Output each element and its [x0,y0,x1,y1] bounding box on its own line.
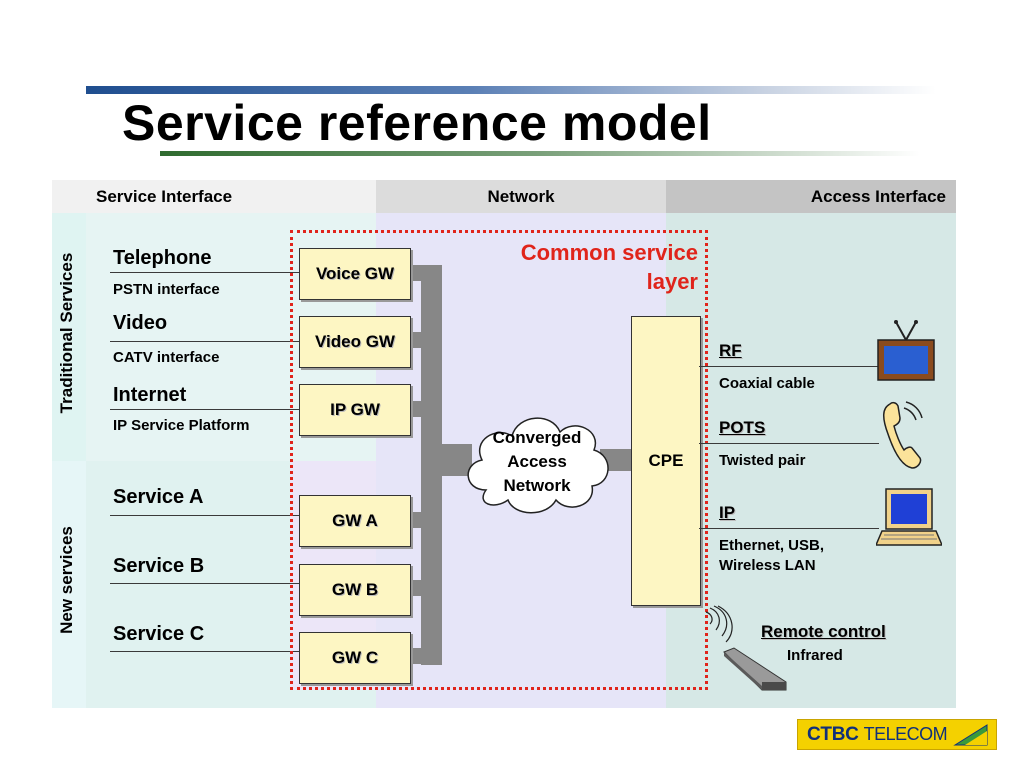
service-video: Video [113,312,168,334]
laptop-icon [876,488,942,546]
service-b-link [110,583,300,584]
voice-gateway: Voice GW [299,248,411,300]
gateway-bus-vertical [421,265,442,665]
common-service-layer-label: Common service layer [520,240,698,294]
new-group-background [52,461,86,708]
header-service-interface: Service Interface [86,180,376,213]
header-network: Network [376,180,666,213]
ip-link [699,528,879,529]
video-link [110,341,300,342]
service-internet-interface: IP Service Platform [113,417,250,434]
remote-control-label: Remote control [761,622,886,641]
video-gateway: Video GW [299,316,411,368]
gateway-c: GW C [299,632,411,684]
cloud-icon [467,417,609,514]
access-ip: IP [719,503,736,522]
service-a: Service A [113,486,204,508]
traditional-group: Traditional Services [52,213,86,461]
access-rf: RF [719,341,742,360]
header-corner [52,180,86,213]
telephone-icon [883,401,923,469]
bus-to-cloud [442,444,472,476]
rf-link [699,366,879,367]
gateway-bus-video [409,332,442,348]
cpe-box: CPE [631,316,701,606]
gateway-bus-a [409,512,442,528]
access-rf-medium: Coaxial cable [719,375,815,392]
cpe-label: CPE [648,451,684,470]
service-telephone: Telephone [113,247,212,269]
gateway-a: GW A [299,495,411,547]
tv-icon [877,320,935,381]
ctbc-telecom-logo: CTBC TELECOM [797,719,997,750]
gateway-bus-ip [409,401,442,417]
title-underline [160,151,920,156]
access-pots: POTS [719,418,766,437]
service-a-link [110,515,300,516]
logo-brand: CTBC [807,723,859,745]
service-telephone-interface: PSTN interface [113,281,220,298]
traditional-group-background [52,213,86,461]
gateway-b: GW B [299,564,411,616]
pots-link [699,443,879,444]
ip-gateway: IP GW [299,384,411,436]
service-c-link [110,651,300,652]
header-network-label: Network [487,186,555,206]
cloud-label: Converged Access Network [492,428,582,495]
remote-control-medium: Infrared [787,647,843,664]
slide-title: Service reference model [122,95,712,151]
header-service-interface-label: Service Interface [96,186,233,206]
header-access-interface: Access Interface [666,180,956,213]
service-video-interface: CATV interface [113,349,220,366]
gateway-bus-voice [409,265,442,281]
title-bar-decoration [86,86,936,94]
internet-link [110,409,300,410]
header-access-interface-label: Access Interface [810,186,946,206]
service-internet: Internet [113,384,187,406]
service-b: Service B [113,555,205,577]
access-ip-medium: Ethernet, USB, Wireless LAN [719,537,825,574]
new-group: New services [52,461,86,708]
remote-control-icon [723,647,787,691]
access-pots-medium: Twisted pair [719,452,806,469]
service-c: Service C [113,623,205,645]
gateway-bus-b [409,580,442,596]
logo-triangle-icon [953,723,988,745]
traditional-group-label: Traditional Services [57,252,76,414]
telephone-link [110,272,300,273]
new-group-label: New services [57,526,76,634]
logo-suffix: TELECOM [863,724,948,744]
common-service-layer [290,230,708,690]
gateway-bus-c [409,648,442,664]
infrared-waves-icon [705,605,733,643]
